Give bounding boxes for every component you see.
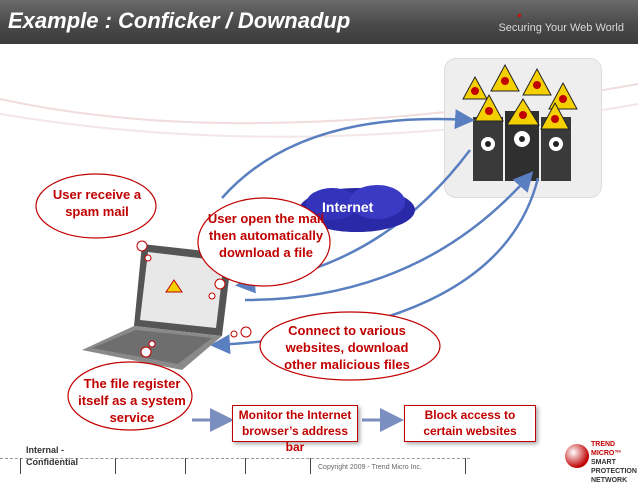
bubble-connect (230, 311, 441, 381)
bubble-open (197, 197, 331, 300)
brand-block: TREND MICRO™ SMART PROTECTION NETWORK (591, 440, 637, 485)
arrow-to-server-1 (221, 109, 475, 199)
network-name: SMART PROTECTION NETWORK (591, 459, 637, 484)
footer-tick (115, 458, 116, 474)
bubble-spam (35, 173, 157, 262)
footer-tick (20, 458, 21, 474)
footer-divider (0, 458, 470, 460)
brand-dot (518, 14, 521, 17)
block-box: Block access to certain websites (404, 405, 536, 442)
bubble-register (67, 340, 193, 431)
footer-tick (310, 458, 311, 474)
arrow-to-server-2 (244, 171, 534, 302)
bubble-spam-text: User receive a spam mail (52, 187, 142, 219)
bubble-register-text: The file register itself as a system ser… (78, 376, 186, 425)
monitor-text: Monitor the Internet browser’s address b… (238, 408, 352, 454)
bubble-connect-text: Connect to various websites, download ot… (284, 323, 410, 372)
bubble-open-text: User open the mail then automatically do… (207, 211, 325, 260)
internet-cloud (299, 185, 415, 232)
internet-label: Internet (322, 199, 374, 215)
copyright: Copyright 2009 - Trend Micro Inc. (318, 464, 422, 471)
tagline: Securing Your Web World (498, 22, 624, 34)
monitor-box: Monitor the Internet browser’s address b… (232, 405, 358, 454)
footer-tick (465, 458, 466, 474)
trend-micro-logo (565, 444, 589, 468)
infected-servers-icon (462, 63, 578, 181)
slide-title: Example : Conficker / Downadup (8, 8, 351, 33)
classification-label: Internal - Confidential (26, 445, 78, 467)
block-text: Block access to certain websites (423, 408, 517, 438)
footer-tick (245, 458, 246, 474)
title-bar: Example : Conficker / Downadup Securing … (0, 0, 638, 44)
laptop-icon (82, 244, 232, 370)
footer-tick (185, 458, 186, 474)
brand-name: TREND MICRO™ (591, 441, 622, 457)
